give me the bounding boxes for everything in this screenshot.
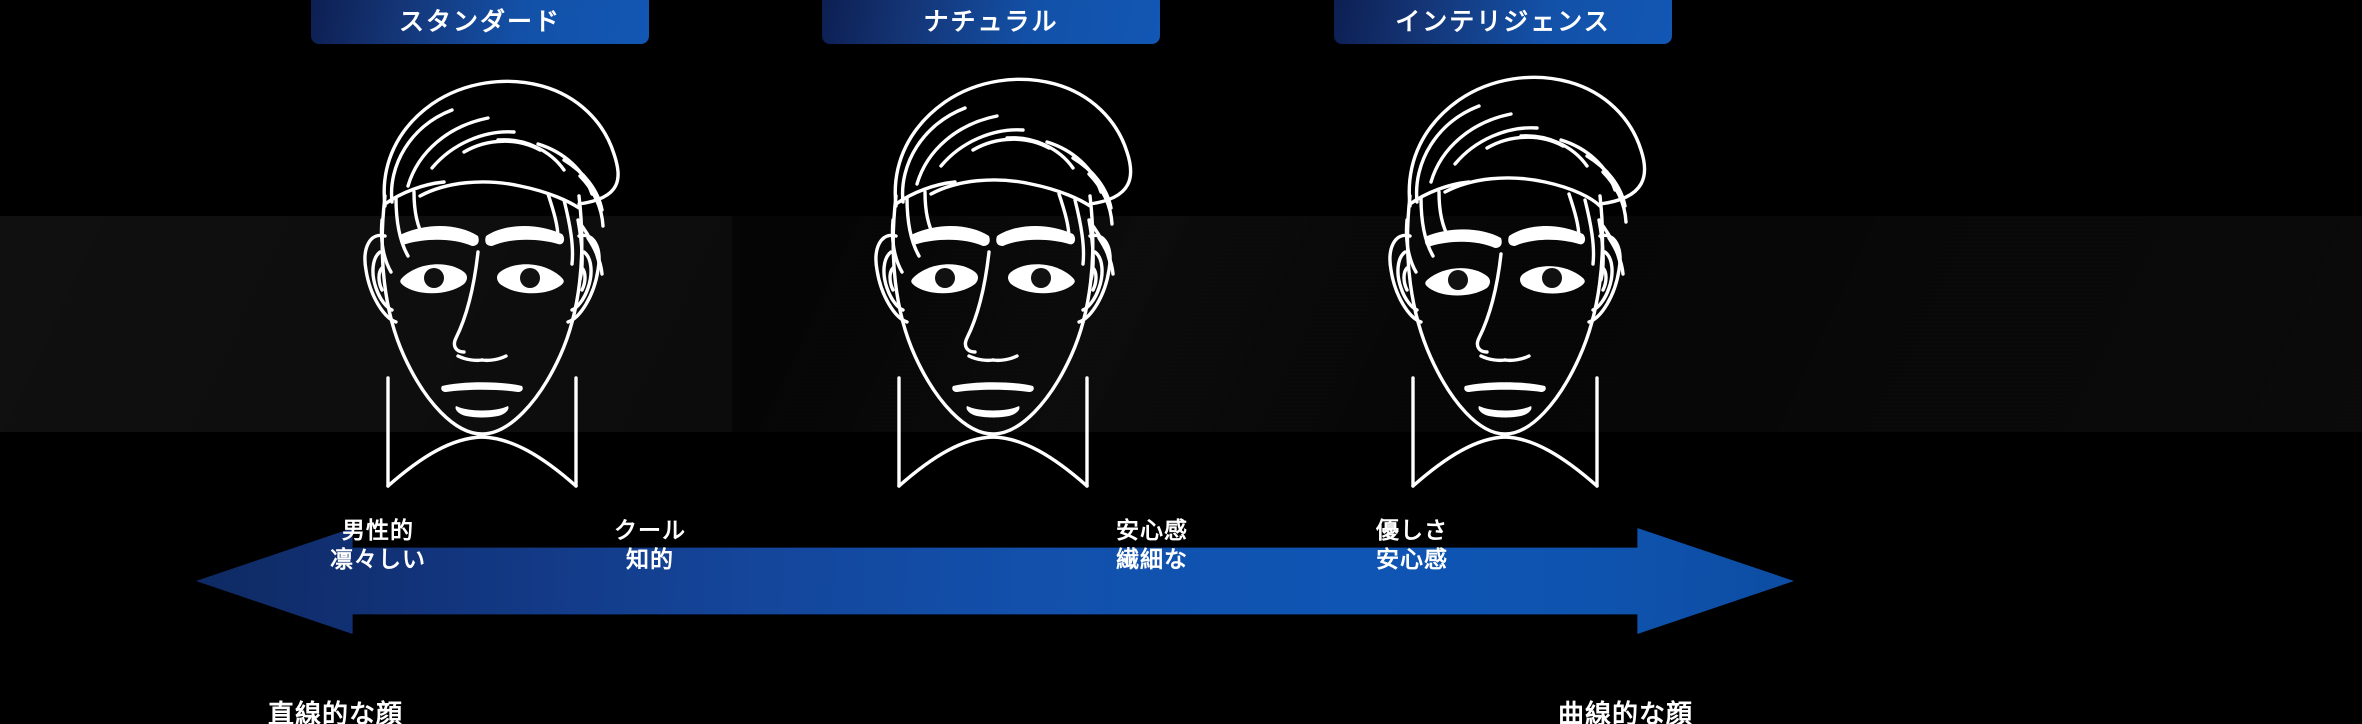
- arrow-label-line1: クール: [614, 517, 686, 543]
- arrow-label-line1: 安心感: [1116, 517, 1188, 543]
- spectrum-arrow: [196, 528, 1794, 634]
- caption-straight-face: 直線的な顔: [268, 699, 404, 724]
- hair: [1404, 75, 1647, 282]
- mouth: [1464, 382, 1546, 418]
- arrow-label-line2: 知的: [626, 546, 674, 572]
- nose: [1475, 252, 1531, 363]
- face-illustration-intelligence: [1315, 56, 1695, 526]
- arrow-label-reassuring: 安心感 繊細な: [1042, 516, 1262, 574]
- face-illustration-standard: [292, 56, 672, 526]
- badge-standard[interactable]: スタンダード: [311, 0, 649, 44]
- badge-natural[interactable]: ナチュラル: [822, 0, 1160, 44]
- eyes-pupils: [424, 268, 540, 288]
- mouth: [441, 382, 523, 418]
- arrow-label-line1: 優しさ: [1376, 517, 1448, 543]
- face-illustration-natural: [803, 56, 1183, 526]
- nose: [452, 250, 508, 363]
- eyes-pupils: [935, 268, 1051, 288]
- arrow-label-line2: 安心感: [1376, 546, 1448, 572]
- eyebrows: [1424, 225, 1586, 248]
- ears: [874, 233, 1112, 324]
- ears: [1388, 233, 1622, 324]
- arrow-label-gentle: 優しさ 安心感: [1302, 516, 1522, 574]
- hair: [379, 79, 620, 282]
- eyes-pupils: [1448, 268, 1562, 290]
- badge-intelligence[interactable]: インテリジェンス: [1334, 0, 1672, 44]
- nose: [963, 250, 1019, 363]
- hair: [890, 77, 1133, 282]
- arrow-label-line2: 繊細な: [1116, 546, 1188, 572]
- arrow-label-line1: 男性的: [342, 517, 414, 543]
- face-outline: [1405, 194, 1605, 488]
- caption-curved-face: 曲線的な顔: [1558, 699, 1694, 724]
- ears: [363, 233, 601, 324]
- background-band-dot-texture: [732, 216, 2362, 432]
- mouth: [952, 382, 1034, 418]
- arrow-label-cool: クール 知的: [540, 516, 760, 574]
- arrow-label-line2: 凛々しい: [330, 546, 426, 572]
- arrow-label-masculine: 男性的 凛々しい: [268, 516, 488, 574]
- eyebrows: [399, 225, 565, 246]
- eyebrows: [910, 225, 1076, 246]
